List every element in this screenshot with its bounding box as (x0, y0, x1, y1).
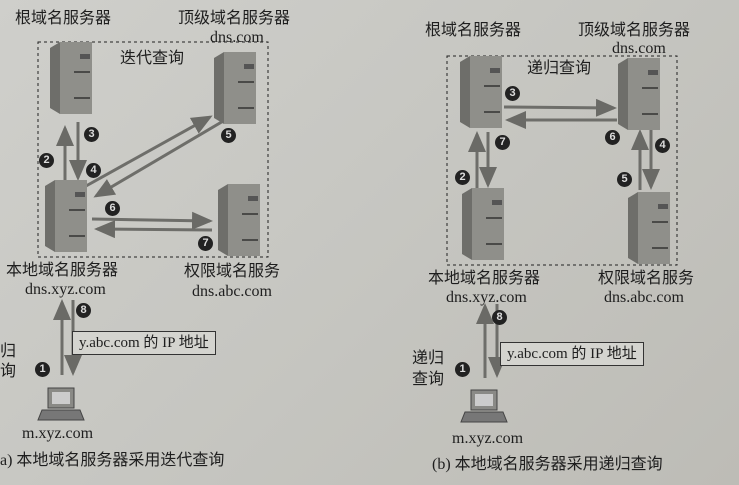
local-server-label-b: 本地域名服务器 (428, 270, 541, 287)
step-4-b: 4 (655, 138, 670, 153)
step-8-a: 8 (76, 303, 91, 318)
auth-server-icon-b (627, 191, 671, 265)
client-computer-icon-a (37, 387, 85, 421)
client-host-a: m.xyz.com (22, 425, 94, 442)
root-server-icon-b (459, 55, 503, 129)
caption-b: (b) 本地域名服务器采用递归查询 (432, 456, 663, 473)
arrows-panel-a (53, 115, 226, 376)
root-server-label-b: 根域名服务器 (425, 22, 522, 39)
step-4-a: 4 (86, 163, 101, 178)
answer-box-b: y.abc.com 的 IP 地址 (500, 342, 644, 366)
tld-server-icon-b (617, 57, 661, 131)
answer-box-a: y.abc.com 的 IP 地址 (72, 331, 216, 355)
tld-host-a: dns.com (210, 29, 264, 46)
root-server-icon-a (49, 41, 93, 115)
step-3-b: 3 (505, 86, 520, 101)
local-host-a: dns.xyz.com (25, 281, 106, 298)
arrows-panel-b (468, 98, 660, 378)
step-2-a: 2 (39, 153, 54, 168)
local-server-icon-b (461, 187, 505, 261)
step-7-a: 7 (198, 236, 213, 251)
step-1-b: 1 (455, 362, 470, 377)
step-2-b: 2 (455, 170, 470, 185)
tld-host-b: dns.com (612, 40, 666, 57)
client-query-label-a-1: 归 (0, 343, 17, 360)
step-6-a: 6 (105, 201, 120, 216)
step-1-a: 1 (35, 362, 50, 377)
local-host-b: dns.xyz.com (446, 289, 527, 306)
step-7-b: 7 (495, 135, 510, 150)
step-6-b: 6 (605, 130, 620, 145)
step-8-b: 8 (492, 310, 507, 325)
tld-server-label-a: 顶级域名服务器 (178, 10, 291, 27)
client-host-b: m.xyz.com (452, 430, 524, 447)
local-server-label-a: 本地域名服务器 (6, 262, 119, 279)
client-query-label-b-1: 递归 (412, 350, 445, 367)
auth-server-label-a: 权限域名服务 (184, 263, 281, 280)
auth-host-a: dns.abc.com (192, 283, 272, 300)
recursive-boundary (446, 55, 678, 266)
step-3-a: 3 (84, 127, 99, 142)
tld-server-icon-a (213, 51, 257, 125)
iterative-boundary (37, 41, 269, 258)
step-5-b: 5 (617, 172, 632, 187)
auth-server-icon-a (217, 183, 261, 257)
client-query-label-a-2: 询 (0, 363, 17, 380)
auth-server-label-b: 权限域名服务 (598, 270, 695, 287)
mode-label-a: 迭代查询 (120, 50, 185, 67)
root-server-label-a: 根域名服务器 (15, 10, 112, 27)
local-server-icon-a (44, 179, 88, 253)
auth-host-b: dns.abc.com (604, 289, 684, 306)
client-computer-icon-b (460, 389, 508, 423)
tld-server-label-b: 顶级域名服务器 (578, 22, 691, 39)
mode-label-b: 递归查询 (527, 60, 592, 77)
client-query-label-b-2: 查询 (412, 371, 445, 388)
caption-a: a) 本地域名服务器采用迭代查询 (0, 452, 225, 469)
step-5-a: 5 (221, 128, 236, 143)
